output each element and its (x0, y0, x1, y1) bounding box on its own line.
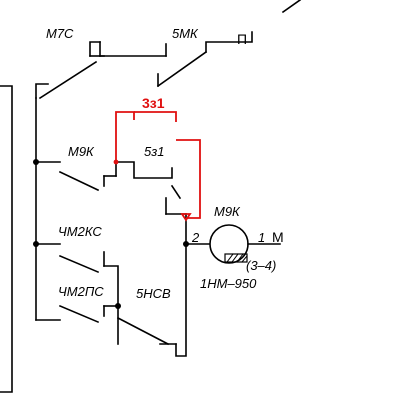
contact-5z1 (115, 161, 187, 215)
left-supply-bus (0, 85, 13, 393)
label-5nsv: 5НСВ (136, 286, 171, 301)
label-m9k-contact: М9К (68, 144, 95, 159)
contact-m7c (35, 41, 105, 100)
label-phase-m: М (272, 229, 284, 245)
label-m7c: М7С (46, 26, 74, 41)
label-p: П (237, 31, 247, 47)
junction-dot (33, 159, 39, 165)
junction-dot (115, 303, 121, 309)
right-vertical-wire (175, 213, 187, 357)
label-5mk: 5МК (172, 26, 199, 41)
junction-dot (33, 241, 39, 247)
motor-m9k (185, 224, 281, 264)
label-motor-model: 1НМ–950 (200, 276, 257, 291)
label-terminal-2: 2 (191, 230, 200, 245)
contact-chm2ks (35, 243, 119, 307)
highlight-path-3z1 (113, 111, 201, 222)
contact-m9k-row (35, 161, 117, 192)
label-terminal-1: 1 (258, 230, 265, 245)
label-chm2ps: ЧМ2ПС (58, 284, 104, 299)
contact-5mk (99, 31, 253, 88)
contact-5nsv (116, 316, 177, 346)
label-3z1: 3з1 (142, 95, 165, 111)
label-poles: (3–4) (246, 258, 276, 273)
contact-chm2ps (35, 304, 119, 345)
label-motor-name: М9К (214, 204, 241, 219)
label-chm2ks: ЧМ2КС (58, 224, 102, 239)
corner-stroke (281, 0, 302, 14)
label-5z1: 5з1 (144, 144, 165, 159)
